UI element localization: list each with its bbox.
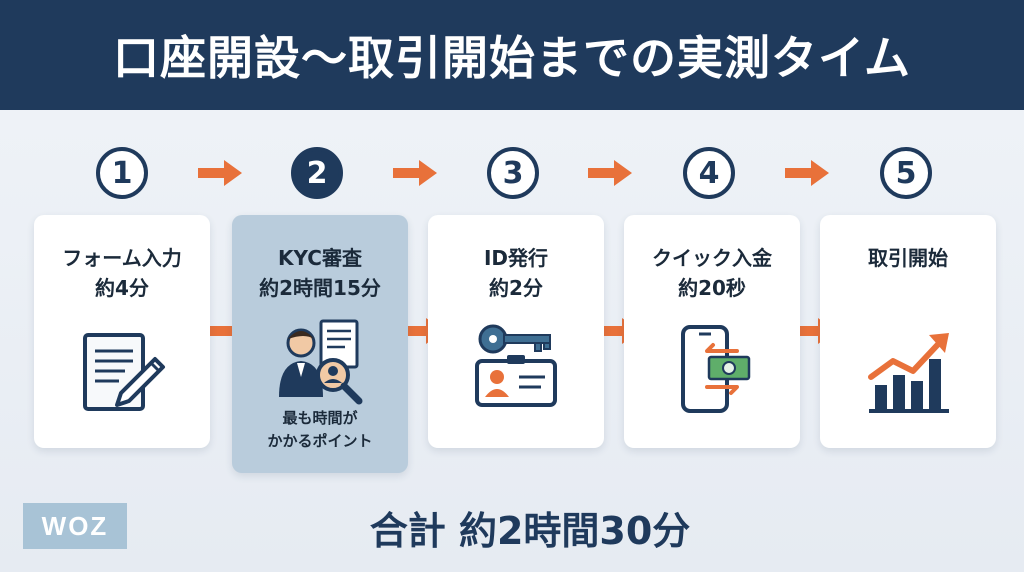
arrow-right-icon (785, 160, 829, 186)
step-note-line: 最も時間が (282, 409, 358, 427)
step-title: KYC審査 (278, 246, 362, 270)
woz-logo: WOZ (23, 503, 127, 549)
step-number-5: 5 (880, 147, 932, 199)
step-card-trade-start: 取引開始 (820, 215, 996, 448)
step-note: 最も時間が かかるポイント (232, 407, 408, 453)
step-card-form-input: フォーム入力 約4分 (34, 215, 210, 448)
step-card-kyc: KYC審査 約2時間15分 最も時間が かかるポイント (232, 215, 408, 473)
step-time: 約20秒 (678, 276, 746, 300)
step-number-2: 2 (291, 147, 343, 199)
phone-transfer-icon (681, 325, 751, 413)
step-number-3: 3 (487, 147, 539, 199)
key-id-card-icon (475, 324, 557, 407)
step-card-id-issue: ID発行 約2分 (428, 215, 604, 448)
rising-chart-icon (868, 333, 949, 413)
step-title: ID発行 (483, 246, 549, 270)
form-pen-icon (83, 333, 165, 411)
step-title: クイック入金 (652, 246, 772, 270)
header-banner: 口座開設〜取引開始までの実測タイム (0, 0, 1024, 110)
step-card-quick-deposit: クイック入金 約20秒 (624, 215, 800, 448)
arrow-right-icon (198, 160, 242, 186)
step-time: 約2分 (489, 276, 543, 300)
page-title: 口座開設〜取引開始までの実測タイム (112, 31, 912, 85)
step-title: フォーム入力 (62, 246, 182, 270)
step-note-line: かかるポイント (267, 432, 373, 450)
step-title: 取引開始 (868, 246, 948, 270)
total-time: 合計 約2時間30分 (369, 509, 691, 553)
step-number-4: 4 (683, 147, 735, 199)
step-time: 約2時間15分 (259, 276, 381, 300)
kyc-review-icon (279, 319, 363, 405)
arrow-right-icon (393, 160, 437, 186)
arrow-right-icon (588, 160, 632, 186)
step-time: 約4分 (95, 276, 149, 300)
step-number-1: 1 (96, 147, 148, 199)
